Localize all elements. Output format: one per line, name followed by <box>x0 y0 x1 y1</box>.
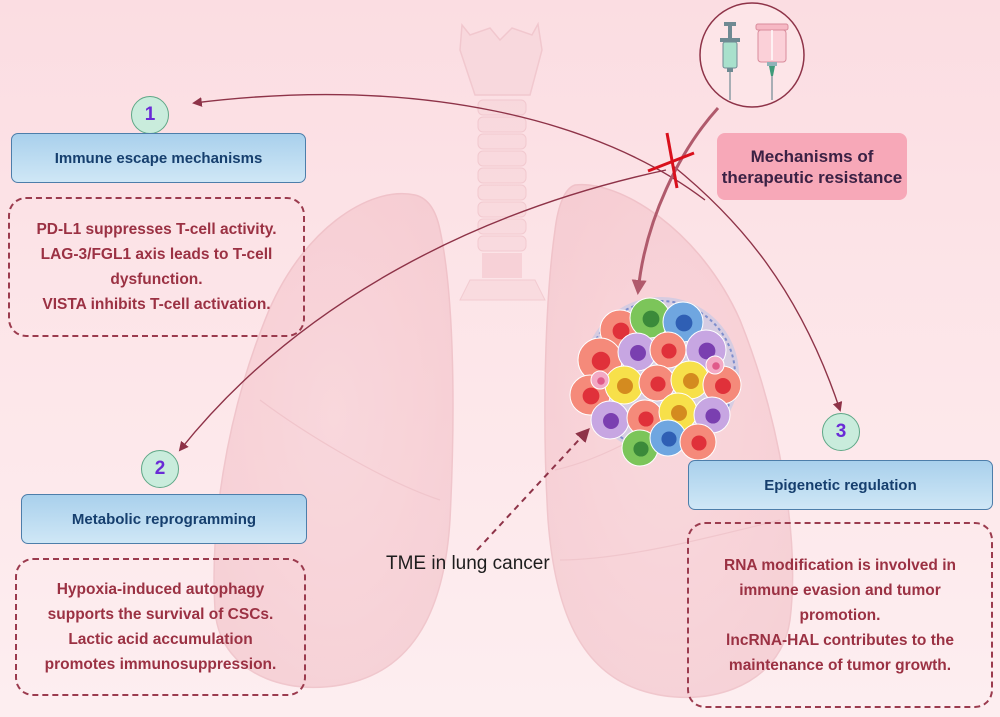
cell-nucleus <box>691 435 707 451</box>
cell-nucleus <box>582 387 600 405</box>
cell-nucleus <box>715 378 731 394</box>
arrow-therapy-to-tumor <box>631 106 720 295</box>
cell-nucleus <box>630 345 646 361</box>
cell-nucleus <box>612 322 630 340</box>
mechanism-2-details: Hypoxia-induced autophagy supports the s… <box>15 558 306 696</box>
number-badge-3: 3 <box>822 413 860 451</box>
tme-label: TME in lung cancer <box>386 553 550 574</box>
detail-line: VISTA inhibits T-cell activation. <box>42 296 271 313</box>
resistance-title: Mechanisms of therapeutic resistance <box>721 146 903 187</box>
detail-line: promotion. <box>799 606 881 624</box>
detail-line: dysfunction. <box>110 271 203 288</box>
trachea <box>459 21 546 301</box>
arrow-to-mechanism-3 <box>671 164 843 412</box>
cell-nucleus <box>642 310 660 328</box>
cell-nucleus <box>712 362 720 370</box>
detail-line: promotes immunosuppression. <box>44 656 277 673</box>
cell-nucleus <box>638 411 654 427</box>
cell-nucleus <box>671 405 687 421</box>
cell-nucleus <box>661 431 677 447</box>
mechanism-3-details: RNA modification is involved in immune e… <box>687 522 993 708</box>
number-badge-2: 2 <box>141 450 179 488</box>
detail-line: LAG-3/FGL1 axis leads to T-cell <box>40 246 273 263</box>
arrow-to-mechanism-2 <box>178 169 667 452</box>
detail-line: PD-L1 suppresses T-cell activity. <box>36 221 277 238</box>
therapeutic-resistance-label: Mechanisms of therapeutic resistance <box>717 133 907 200</box>
left-lung <box>213 193 454 689</box>
mechanism-3-title: Epigenetic regulation <box>688 460 993 510</box>
detail-line: supports the survival of CSCs. <box>47 606 274 623</box>
cell-nucleus <box>675 314 693 332</box>
red-x-block-icon <box>647 132 695 189</box>
detail-line: immune evasion and tumor <box>739 581 941 599</box>
cell-nucleus <box>633 441 649 457</box>
detail-line: Hypoxia-induced autophagy <box>56 581 265 598</box>
cell-nucleus <box>650 376 666 392</box>
cell-nucleus <box>683 373 699 389</box>
mechanism-1-title: Immune escape mechanisms <box>11 133 306 183</box>
arrow-label-to-tumor <box>476 427 590 551</box>
cell-nucleus <box>698 342 716 360</box>
syringe-and-infusion-bag-icon <box>699 2 805 108</box>
detail-line: lncRNA-HAL contributes to the <box>726 631 954 649</box>
detail-line: Lactic acid accumulation <box>68 631 253 648</box>
detail-line: RNA modification is involved in <box>724 556 956 574</box>
cell-nucleus <box>617 378 633 394</box>
detail-line: maintenance of tumor growth. <box>728 656 952 674</box>
mechanism-1-details: PD-L1 suppresses T-cell activity. LAG-3/… <box>8 197 305 337</box>
cell-nucleus <box>661 343 677 359</box>
number-badge-1: 1 <box>131 96 169 134</box>
tumor-microenvironment-cell-cluster-icon <box>569 297 742 467</box>
cell-nucleus <box>705 408 721 424</box>
cell-nucleus <box>597 377 605 385</box>
cell-nucleus <box>591 351 611 371</box>
cell-nucleus <box>603 413 619 429</box>
mechanism-2-title: Metabolic reprogramming <box>21 494 307 544</box>
